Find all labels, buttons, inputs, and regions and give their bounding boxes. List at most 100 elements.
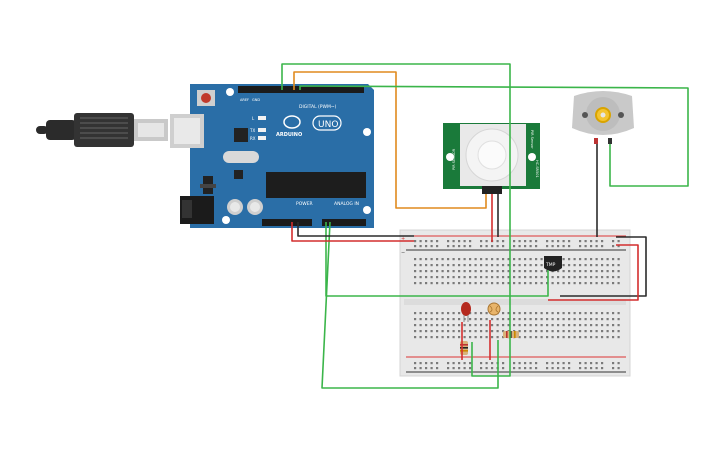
breadboard-hole[interactable]: [601, 312, 604, 315]
power-header[interactable]: [262, 219, 312, 226]
breadboard-hole[interactable]: [546, 336, 549, 339]
breadboard-hole[interactable]: [573, 258, 576, 261]
breadboard-hole[interactable]: [419, 276, 422, 279]
breadboard-hole[interactable]: [617, 367, 620, 370]
breadboard-hole[interactable]: [518, 330, 521, 333]
breadboard-hole[interactable]: [568, 324, 571, 327]
breadboard-hole[interactable]: [590, 276, 593, 279]
breadboard-hole[interactable]: [480, 258, 483, 261]
breadboard-hole[interactable]: [419, 367, 422, 370]
breadboard-hole[interactable]: [584, 270, 587, 273]
breadboard-hole[interactable]: [419, 318, 422, 321]
breadboard-hole[interactable]: [502, 270, 505, 273]
breadboard-hole[interactable]: [513, 264, 516, 267]
breadboard-hole[interactable]: [485, 318, 488, 321]
breadboard-hole[interactable]: [452, 276, 455, 279]
breadboard-hole[interactable]: [590, 282, 593, 285]
breadboard-hole[interactable]: [590, 245, 593, 248]
breadboard-hole[interactable]: [452, 324, 455, 327]
breadboard-hole[interactable]: [474, 336, 477, 339]
breadboard-hole[interactable]: [568, 276, 571, 279]
breadboard-hole[interactable]: [540, 270, 543, 273]
breadboard-hole[interactable]: [480, 270, 483, 273]
breadboard-hole[interactable]: [524, 282, 527, 285]
breadboard-hole[interactable]: [458, 264, 461, 267]
breadboard-hole[interactable]: [529, 282, 532, 285]
breadboard-hole[interactable]: [469, 312, 472, 315]
breadboard-hole[interactable]: [452, 245, 455, 248]
breadboard-hole[interactable]: [601, 240, 604, 243]
breadboard-hole[interactable]: [568, 245, 571, 248]
breadboard-hole[interactable]: [419, 362, 422, 365]
breadboard-hole[interactable]: [562, 282, 565, 285]
breadboard-hole[interactable]: [546, 245, 549, 248]
breadboard-hole[interactable]: [496, 258, 499, 261]
breadboard-hole[interactable]: [485, 330, 488, 333]
breadboard-hole[interactable]: [524, 336, 527, 339]
breadboard-hole[interactable]: [414, 282, 417, 285]
breadboard-hole[interactable]: [507, 324, 510, 327]
breadboard-hole[interactable]: [414, 367, 417, 370]
breadboard-hole[interactable]: [524, 318, 527, 321]
breadboard-hole[interactable]: [612, 324, 615, 327]
breadboard-hole[interactable]: [463, 336, 466, 339]
breadboard-hole[interactable]: [612, 318, 615, 321]
breadboard-hole[interactable]: [573, 318, 576, 321]
breadboard-hole[interactable]: [513, 245, 516, 248]
breadboard-hole[interactable]: [518, 270, 521, 273]
breadboard-hole[interactable]: [529, 367, 532, 370]
breadboard-hole[interactable]: [491, 318, 494, 321]
breadboard-hole[interactable]: [590, 264, 593, 267]
breadboard-hole[interactable]: [595, 276, 598, 279]
breadboard-hole[interactable]: [480, 312, 483, 315]
breadboard-hole[interactable]: [606, 330, 609, 333]
breadboard-hole[interactable]: [617, 324, 620, 327]
breadboard-hole[interactable]: [430, 240, 433, 243]
breadboard-hole[interactable]: [507, 276, 510, 279]
breadboard-hole[interactable]: [513, 276, 516, 279]
breadboard-hole[interactable]: [535, 270, 538, 273]
breadboard-hole[interactable]: [485, 258, 488, 261]
breadboard-hole[interactable]: [524, 270, 527, 273]
breadboard-hole[interactable]: [557, 330, 560, 333]
breadboard-hole[interactable]: [474, 330, 477, 333]
breadboard-hole[interactable]: [502, 240, 505, 243]
breadboard-hole[interactable]: [414, 240, 417, 243]
breadboard-hole[interactable]: [562, 245, 565, 248]
breadboard-hole[interactable]: [529, 312, 532, 315]
breadboard-hole[interactable]: [518, 245, 521, 248]
breadboard-hole[interactable]: [595, 258, 598, 261]
breadboard-hole[interactable]: [513, 324, 516, 327]
breadboard-hole[interactable]: [524, 367, 527, 370]
breadboard-hole[interactable]: [430, 282, 433, 285]
breadboard-hole[interactable]: [584, 362, 587, 365]
breadboard-hole[interactable]: [491, 245, 494, 248]
breadboard-hole[interactable]: [546, 282, 549, 285]
breadboard-hole[interactable]: [518, 318, 521, 321]
breadboard-hole[interactable]: [425, 258, 428, 261]
breadboard-hole[interactable]: [535, 330, 538, 333]
breadboard-hole[interactable]: [601, 270, 604, 273]
breadboard-hole[interactable]: [579, 336, 582, 339]
breadboard-hole[interactable]: [414, 258, 417, 261]
breadboard-hole[interactable]: [551, 282, 554, 285]
breadboard-hole[interactable]: [441, 336, 444, 339]
breadboard-hole[interactable]: [612, 336, 615, 339]
breadboard-hole[interactable]: [436, 362, 439, 365]
breadboard-hole[interactable]: [546, 270, 549, 273]
breadboard-hole[interactable]: [584, 367, 587, 370]
breadboard-hole[interactable]: [436, 276, 439, 279]
breadboard-hole[interactable]: [612, 330, 615, 333]
breadboard-hole[interactable]: [617, 282, 620, 285]
breadboard-hole[interactable]: [535, 245, 538, 248]
breadboard-hole[interactable]: [568, 258, 571, 261]
breadboard-hole[interactable]: [414, 276, 417, 279]
breadboard-hole[interactable]: [579, 362, 582, 365]
breadboard-hole[interactable]: [513, 258, 516, 261]
breadboard-hole[interactable]: [601, 324, 604, 327]
breadboard-hole[interactable]: [540, 264, 543, 267]
breadboard-hole[interactable]: [529, 324, 532, 327]
breadboard-hole[interactable]: [617, 362, 620, 365]
breadboard-hole[interactable]: [612, 240, 615, 243]
breadboard-hole[interactable]: [529, 258, 532, 261]
